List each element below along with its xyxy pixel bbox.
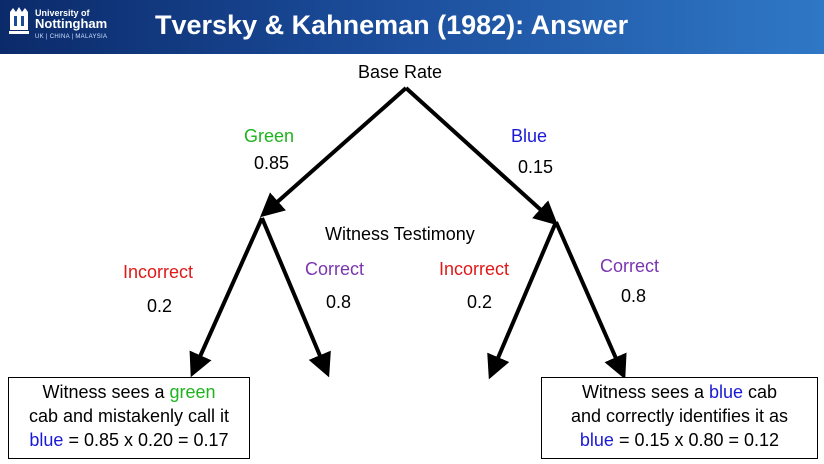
right-box-blue-word: blue (708, 382, 744, 402)
left-correct-prob: 0.8 (326, 292, 352, 312)
university-logo: University of Nottingham UK | CHINA | MA… (8, 4, 126, 48)
left-box-green-word: green (169, 382, 216, 402)
blue-prob: 0.15 (518, 157, 554, 177)
left-box-calc: = 0.85 x 0.20 = 0.17 (63, 430, 229, 450)
green-prob: 0.85 (254, 153, 290, 173)
right-box-line3: blue = 0.15 x 0.80 = 0.12 (542, 428, 817, 452)
witness-testimony-label: Witness Testimony (325, 224, 475, 244)
root-label: Base Rate (358, 62, 443, 82)
slide-title: Tversky & Kahneman (1982): Answer (155, 10, 629, 40)
right-outcome-box: Witness sees a blue cab and correctly id… (541, 377, 818, 459)
right-box-text1b: cab (743, 382, 778, 402)
left-box-blue-word: blue (29, 430, 64, 450)
logo-line2: Nottingham (35, 16, 108, 31)
right-correct-prob: 0.8 (621, 286, 647, 306)
left-incorrect-prob: 0.2 (147, 296, 173, 316)
right-incorrect-label: Incorrect (439, 259, 510, 279)
right-correct-label: Correct (600, 256, 660, 276)
branch-root-blue (404, 86, 558, 226)
header-banner: University of Nottingham UK | CHINA | MA… (0, 0, 824, 54)
left-box-line2: cab and mistakenly call it (28, 406, 230, 426)
crest-icon (9, 7, 29, 34)
left-outcome-box: Witness sees a green cab and mistakenly … (8, 377, 250, 459)
green-label: Green (244, 126, 295, 146)
branch-root-green (260, 86, 408, 218)
right-incorrect-prob: 0.2 (467, 292, 493, 312)
logo-line3: UK | CHINA | MALAYSIA (35, 34, 108, 40)
left-correct-label: Correct (305, 259, 365, 279)
blue-label: Blue (511, 126, 548, 146)
left-box-line1: Witness sees a green (9, 380, 249, 404)
right-box-blue-word2: blue (579, 430, 614, 450)
right-box-calc: = 0.15 x 0.80 = 0.12 (613, 430, 780, 450)
right-box-line1: Witness sees a blue cab (542, 380, 817, 404)
logo-line1: University of (35, 8, 90, 18)
right-box-text1: Witness sees a (581, 382, 709, 402)
branch-green-incorrect (189, 217, 264, 378)
left-box-line3: blue = 0.85 x 0.20 = 0.17 (9, 428, 249, 452)
branch-blue-incorrect (487, 221, 558, 380)
branch-blue-correct (554, 221, 627, 380)
branch-green-correct (260, 217, 331, 378)
right-box-line2: and correctly identifies it as (570, 406, 789, 426)
left-box-text1: Witness sees a (42, 382, 170, 402)
left-incorrect-label: Incorrect (123, 262, 194, 282)
